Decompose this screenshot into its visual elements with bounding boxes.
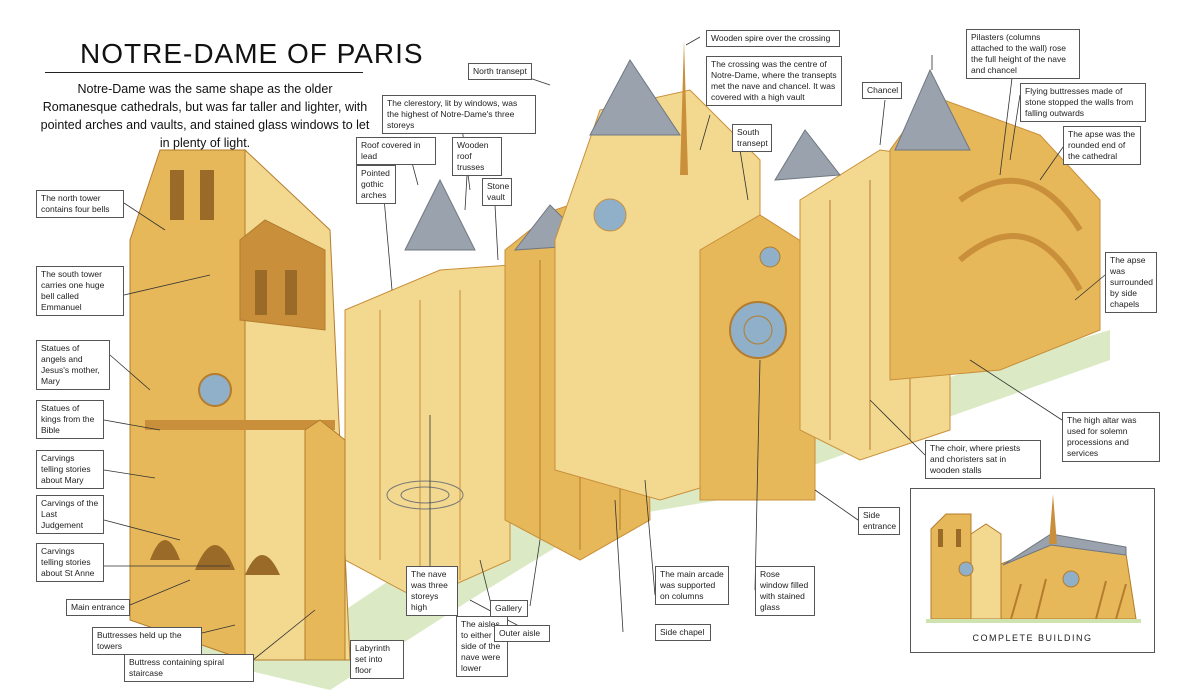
label-rose-window: Rose window filled with stained glass	[755, 566, 815, 616]
inset-caption: COMPLETE BUILDING	[972, 633, 1093, 643]
label-clerestory: The clerestory, lit by windows, was the …	[382, 95, 536, 134]
label-stone-vault: Stone vault	[482, 178, 512, 206]
label-south-tower: The south tower carries one huge bell ca…	[36, 266, 124, 316]
title-divider	[45, 72, 363, 73]
label-main-arcade: The main arcade was supported on columns	[655, 566, 729, 605]
label-apse-end: The apse was the rounded end of the cath…	[1063, 126, 1141, 165]
label-high-altar: The high altar was used for solemn proce…	[1062, 412, 1160, 462]
label-flying-buttresses: Flying buttresses made of stone stopped …	[1020, 83, 1146, 122]
label-south-transept: South transept	[732, 124, 772, 152]
label-nave-storeys: The nave was three storeys high	[406, 566, 458, 616]
complete-building-illustration	[926, 494, 1141, 623]
label-statues-angels: Statues of angels and Jesus's mother, Ma…	[36, 340, 110, 390]
label-carvings-anne: Carvings telling stories about St Anne	[36, 543, 104, 582]
label-choir: The choir, where priests and choristers …	[925, 440, 1041, 479]
leader-lines	[103, 29, 1106, 661]
label-apse-chapels: The apse was surrounded by side chapels	[1105, 252, 1157, 313]
label-buttress-staircase: Buttress containing spiral staircase	[124, 654, 254, 682]
label-north-transept: North transept	[468, 63, 532, 80]
intro-text: Notre-Dame was the same shape as the old…	[40, 82, 370, 150]
label-main-entrance: Main entrance	[66, 599, 130, 616]
label-roof-lead: Roof covered in lead	[356, 137, 436, 165]
label-carvings-mary: Carvings telling stories about Mary	[36, 450, 104, 489]
label-side-chapel: Side chapel	[655, 624, 711, 641]
transept-crossing	[554, 40, 816, 501]
label-statues-kings: Statues of kings from the Bible	[36, 400, 104, 439]
page-title: NOTRE-DAME OF PARIS	[80, 38, 424, 69]
label-crossing: The crossing was the centre of Notre-Dam…	[706, 56, 842, 106]
west-facade	[129, 148, 351, 661]
label-buttresses-towers: Buttresses held up the towers	[92, 627, 202, 655]
label-chancel: Chancel	[862, 82, 902, 99]
label-labyrinth: Labyrinth set into floor	[350, 640, 404, 679]
complete-building-inset: COMPLETE BUILDING	[910, 488, 1155, 653]
apse-section	[889, 55, 1101, 381]
label-side-entrance: Side entrance	[858, 507, 900, 535]
label-gallery: Gallery	[490, 600, 528, 617]
label-wooden-trusses: Wooden roof trusses	[452, 137, 502, 176]
label-pointed-arches: Pointed gothic arches	[356, 165, 396, 204]
label-wooden-spire: Wooden spire over the crossing	[706, 30, 840, 47]
label-pilasters: Pilasters (columns attached to the wall)…	[966, 29, 1080, 79]
label-north-tower: The north tower contains four bells	[36, 190, 124, 218]
label-carvings-judgement: Carvings of the Last Judgement	[36, 495, 104, 534]
nave-section-1	[344, 178, 511, 601]
label-outer-aisle: Outer aisle	[494, 625, 550, 642]
